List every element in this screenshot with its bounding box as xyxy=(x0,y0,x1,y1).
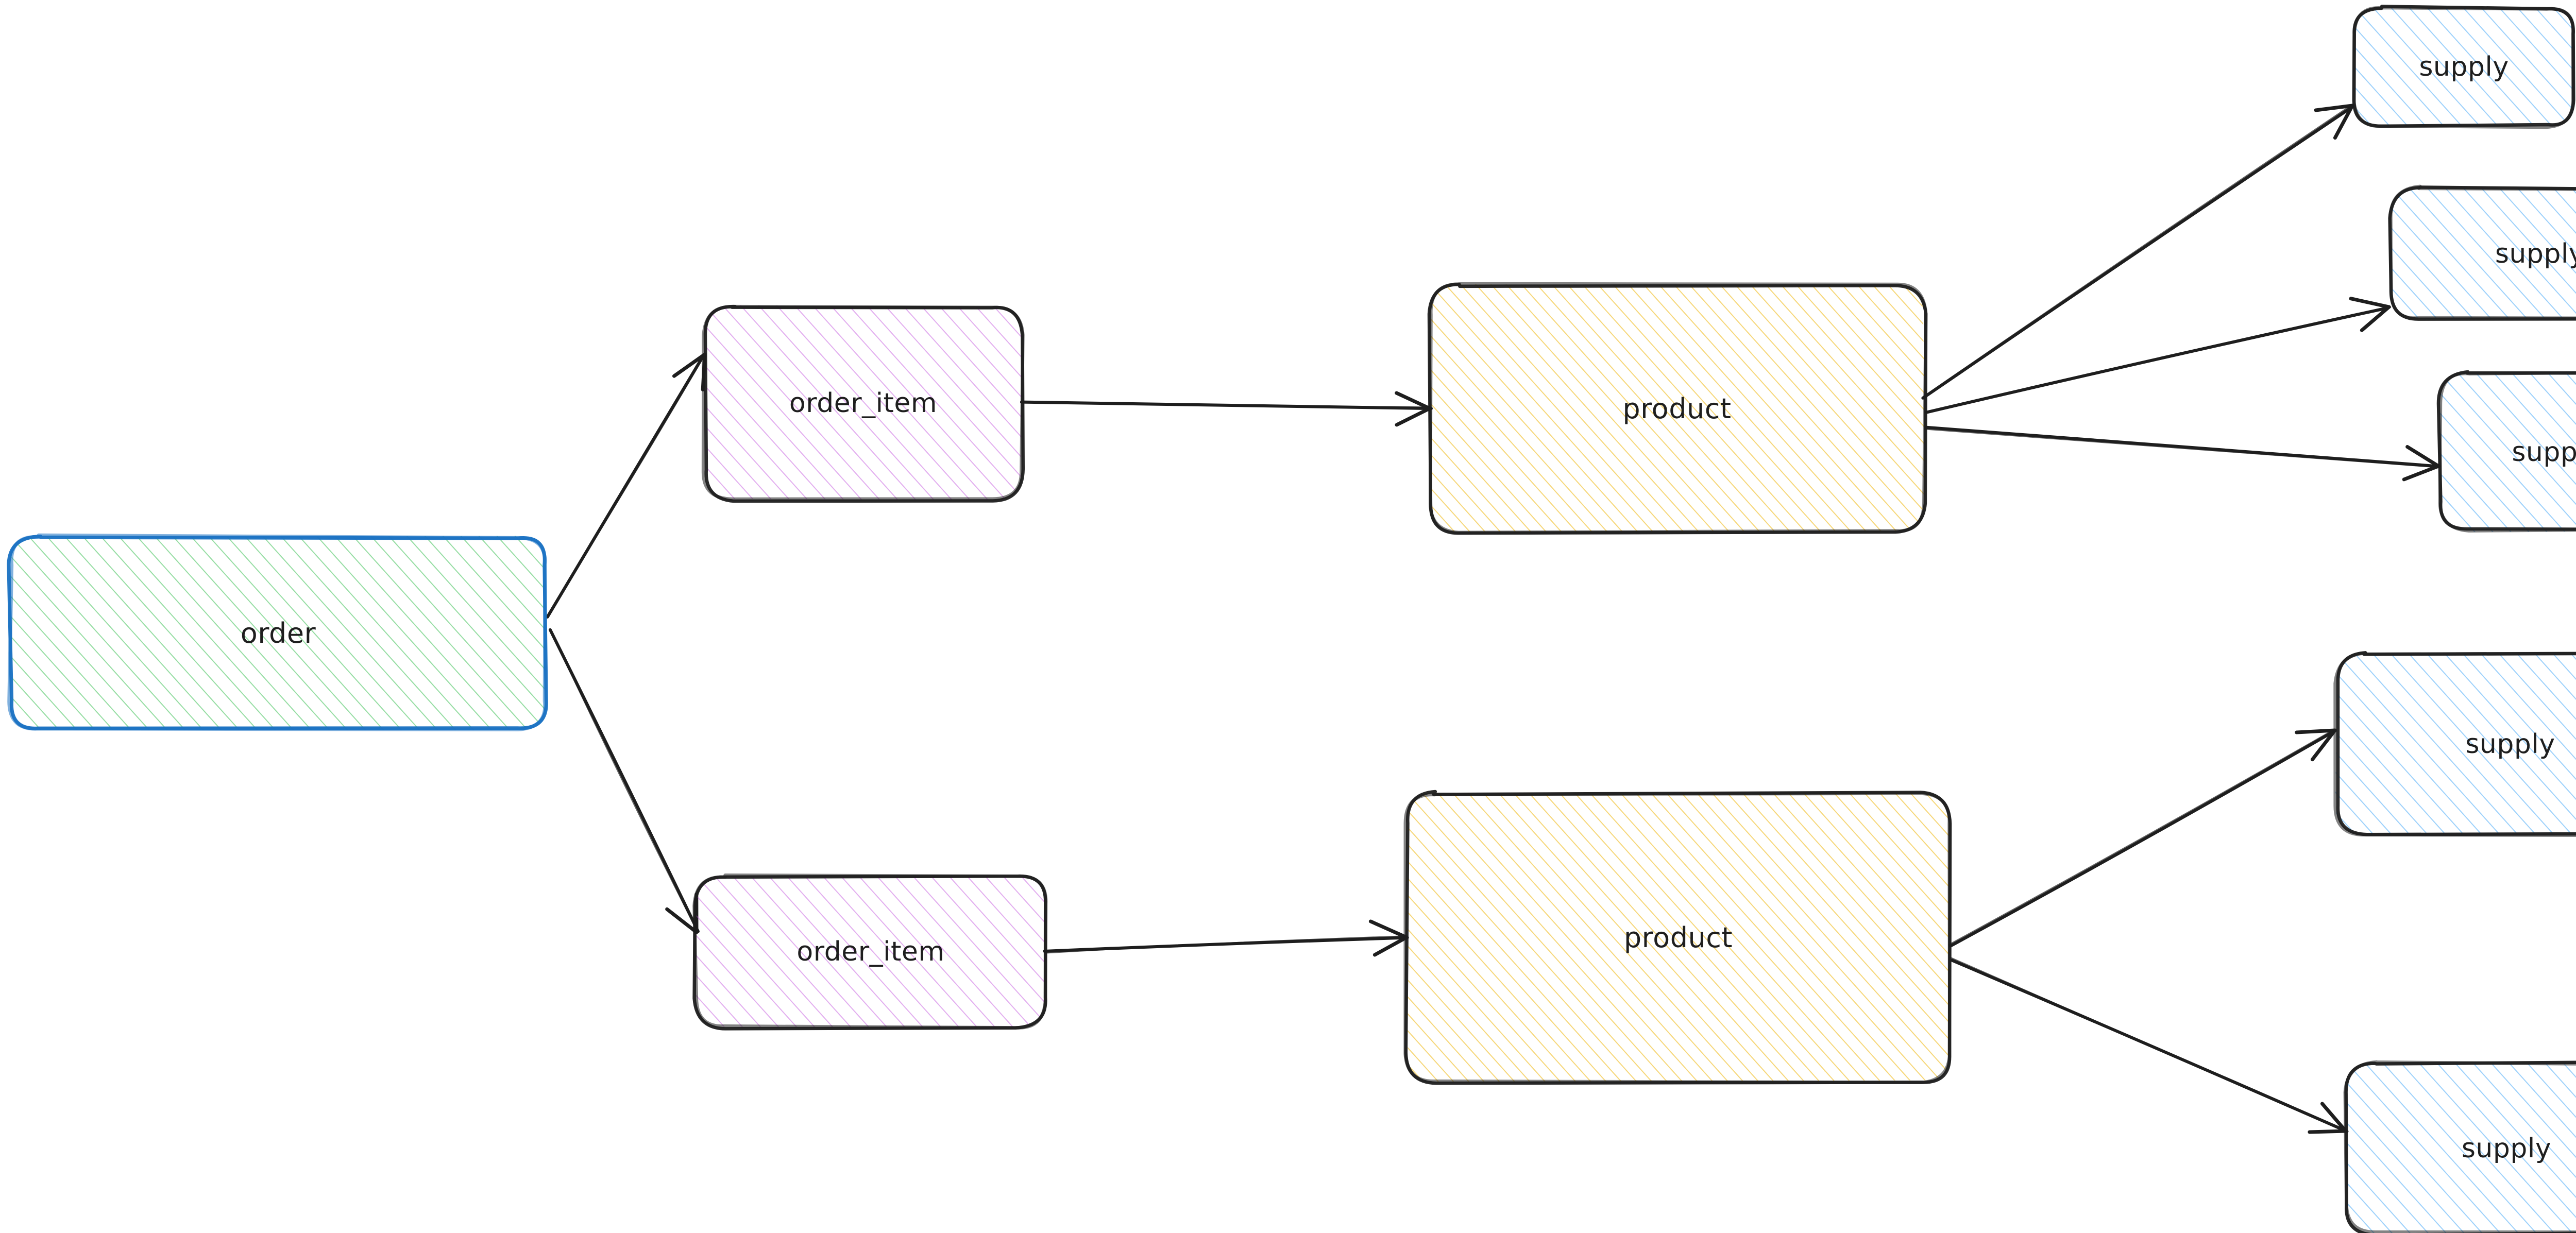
node-order-item-2[interactable]: order_item xyxy=(692,873,1048,1031)
node-product-1-label: product xyxy=(1622,392,1732,425)
node-order-item-2-label: order_item xyxy=(796,936,945,967)
node-product-1[interactable]: product xyxy=(1427,282,1928,535)
node-order-label: order xyxy=(240,616,316,649)
node-supply-2-label: supply xyxy=(2495,238,2576,269)
node-supply-5[interactable]: supply xyxy=(2343,1060,2576,1233)
node-supply-2[interactable]: supply xyxy=(2388,184,2576,321)
node-supply-4-shape xyxy=(2333,651,2576,837)
node-supply-3[interactable]: supply xyxy=(2436,370,2576,533)
node-supply-5-shape xyxy=(2343,1060,2576,1233)
node-product-1-shape xyxy=(1427,282,1928,535)
node-supply-1-label: supply xyxy=(2419,52,2509,82)
node-order-item-2-shape xyxy=(692,873,1048,1031)
node-order-item-1-label: order_item xyxy=(789,387,938,419)
node-supply-1[interactable]: supply xyxy=(2352,5,2575,129)
node-order-item-1[interactable]: order_item xyxy=(701,304,1025,503)
node-order[interactable]: order xyxy=(7,533,548,731)
node-supply-1-shape xyxy=(2352,5,2575,129)
node-supply-3-shape xyxy=(2436,370,2576,533)
node-product-2-shape xyxy=(1403,790,1952,1085)
node-supply-5-label: supply xyxy=(2461,1133,2552,1164)
node-supply-4[interactable]: supply xyxy=(2333,651,2576,837)
node-product-2-label: product xyxy=(1623,921,1733,954)
node-supply-4-label: supply xyxy=(2465,729,2555,760)
node-supply-2-shape xyxy=(2388,184,2576,321)
node-product-2[interactable]: product xyxy=(1403,790,1952,1085)
node-order-shape xyxy=(7,533,548,731)
node-supply-3-label: supply xyxy=(2512,436,2576,468)
node-order-item-1-shape xyxy=(701,304,1025,503)
